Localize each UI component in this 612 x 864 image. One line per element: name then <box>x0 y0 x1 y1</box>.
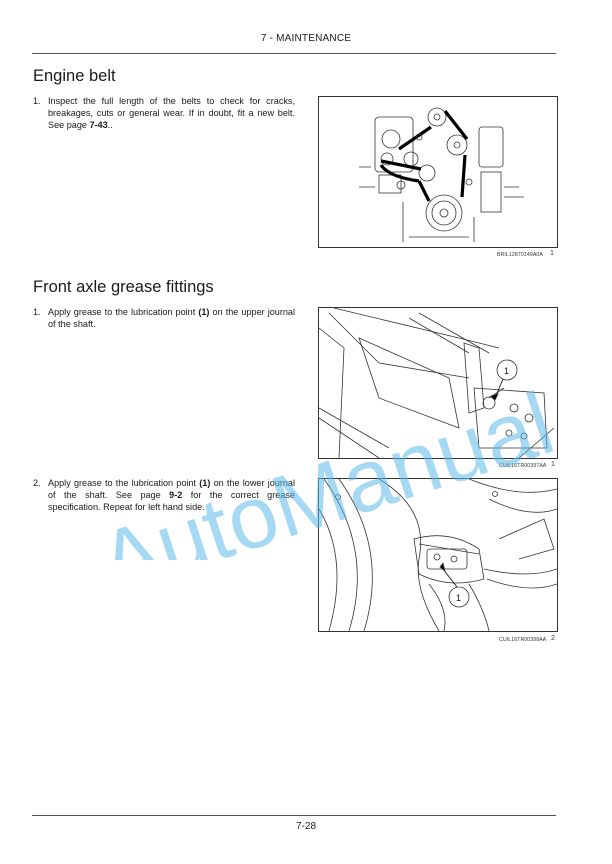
lower-journal-figure: 1 <box>318 478 558 632</box>
page-ref-link[interactable]: 7-43 <box>89 120 108 131</box>
step-text: Apply grease to the lubrication point <box>48 307 199 317</box>
front-axle-step-1: 1. Apply grease to the lubrication point… <box>33 306 295 330</box>
figure-code: CUIL16TR00397AA <box>499 463 547 469</box>
step-text: Apply grease to the lubrication point <box>48 478 200 488</box>
footer-rule <box>32 815 556 816</box>
step-number: 2. <box>33 478 41 488</box>
step-text-end: for the correct grease specification. Re… <box>48 490 295 513</box>
page-number: 7-28 <box>295 821 316 832</box>
section-title-front-axle: Front axle grease fittings <box>33 278 214 296</box>
figure-number: 1 <box>550 250 554 257</box>
engine-belt-figure <box>318 96 558 248</box>
running-header: 7 - MAINTENANCE <box>260 33 352 44</box>
header-rule <box>32 53 556 54</box>
step-text-end: .. <box>107 120 113 131</box>
callout-number: 1 <box>504 366 509 376</box>
engine-belt-step-1: 1. Inspect the full length of the belts … <box>33 95 295 132</box>
callout-ref: (1) <box>198 307 210 317</box>
callout-ref: (1) <box>199 478 211 488</box>
step-text: Inspect the full length of the belts to … <box>48 96 295 131</box>
step-text-end: on the upper journal of the shaft. <box>48 307 296 330</box>
callout-number: 1 <box>456 593 461 603</box>
step-number: 1. <box>33 307 41 317</box>
section-title-engine-belt: Engine belt <box>33 67 116 85</box>
figure-number: 1 <box>551 461 555 468</box>
figure-code: CUIL16TR00398AA <box>499 637 547 643</box>
figure-number: 2 <box>551 635 555 642</box>
front-axle-step-2: 2. Apply grease to the lubrication point… <box>33 477 295 514</box>
step-text: on the lower journal of the shaft. See p… <box>48 478 295 501</box>
figure-code: BRIL12870149A0A <box>497 252 543 258</box>
step-number: 1. <box>33 96 41 106</box>
upper-journal-figure: 1 <box>318 307 558 459</box>
page-ref-link[interactable]: 9-2 <box>169 490 183 501</box>
